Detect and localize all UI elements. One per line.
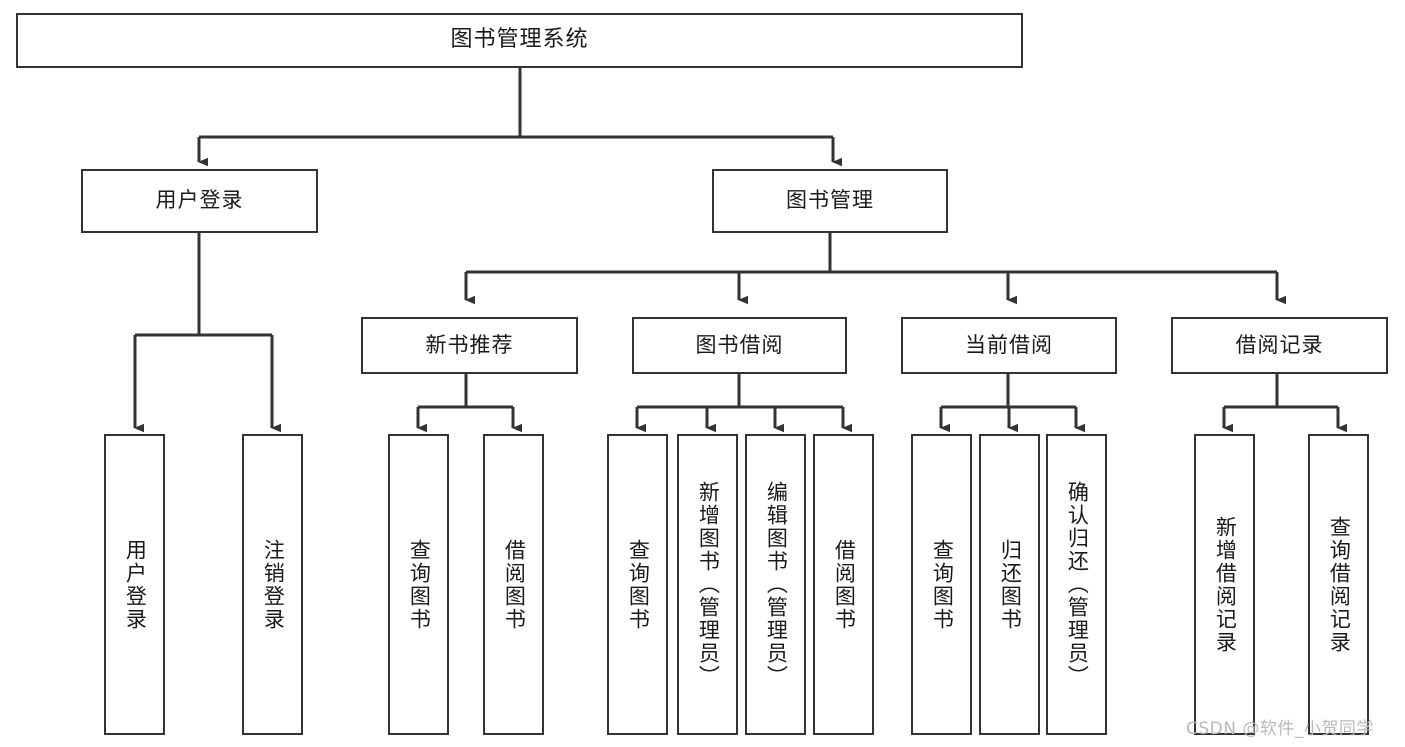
node-label: 新增图书（管理员） <box>696 481 721 688</box>
node-label: 注销登录 <box>261 538 286 631</box>
node-label: 归还图书 <box>998 538 1023 631</box>
node-new-book-recommendation[interactable]: 新书推荐 <box>361 317 578 374</box>
node-label: 查询图书 <box>407 538 432 631</box>
node-label: 确认归还（管理员） <box>1065 481 1090 688</box>
node-label: 查询图书 <box>626 538 651 631</box>
node-root-book-management-system[interactable]: 图书管理系统 <box>16 13 1023 68</box>
node-label: 编辑图书（管理员） <box>764 481 789 688</box>
leaf-query-books-borrow[interactable]: 查询图书 <box>607 434 668 735</box>
leaf-return-books[interactable]: 归还图书 <box>979 434 1040 735</box>
leaf-logout[interactable]: 注销登录 <box>242 434 303 735</box>
node-borrowing-record[interactable]: 借阅记录 <box>1171 317 1388 374</box>
leaf-borrow-books[interactable]: 借阅图书 <box>813 434 874 735</box>
leaf-add-book-admin[interactable]: 新增图书（管理员） <box>677 434 738 735</box>
node-user-login[interactable]: 用户登录 <box>81 169 318 233</box>
node-label: 查询借阅记录 <box>1327 515 1352 654</box>
watermark: CSDN @软件_小贺同学 <box>1186 719 1374 739</box>
leaf-query-borrow-record[interactable]: 查询借阅记录 <box>1308 434 1369 735</box>
leaf-edit-book-admin[interactable]: 编辑图书（管理员） <box>745 434 806 735</box>
leaf-borrow-books-new-recommend[interactable]: 借阅图书 <box>483 434 544 735</box>
node-current-borrowing[interactable]: 当前借阅 <box>901 317 1117 374</box>
leaf-query-books-new-recommend[interactable]: 查询图书 <box>388 434 449 735</box>
node-label: 借阅记录 <box>1235 332 1324 357</box>
node-label: 图书借阅 <box>695 332 784 357</box>
node-book-management[interactable]: 图书管理 <box>712 169 948 233</box>
node-label: 用户登录 <box>123 538 148 631</box>
node-label: 借阅图书 <box>832 538 857 631</box>
node-label: 图书管理系统 <box>450 27 589 53</box>
leaf-query-books-current[interactable]: 查询图书 <box>911 434 972 735</box>
node-book-borrowing[interactable]: 图书借阅 <box>632 317 847 374</box>
node-label: 借阅图书 <box>502 538 527 631</box>
leaf-confirm-return-admin[interactable]: 确认归还（管理员） <box>1046 434 1107 735</box>
node-label: 图书管理 <box>786 188 874 213</box>
leaf-user-login[interactable]: 用户登录 <box>104 434 165 735</box>
node-label: 当前借阅 <box>965 332 1053 357</box>
leaf-add-borrow-record[interactable]: 新增借阅记录 <box>1194 434 1255 735</box>
node-label: 用户登录 <box>155 188 244 213</box>
node-label: 查询图书 <box>930 538 955 631</box>
node-label: 新增借阅记录 <box>1213 515 1238 654</box>
node-label: 新书推荐 <box>425 332 514 357</box>
